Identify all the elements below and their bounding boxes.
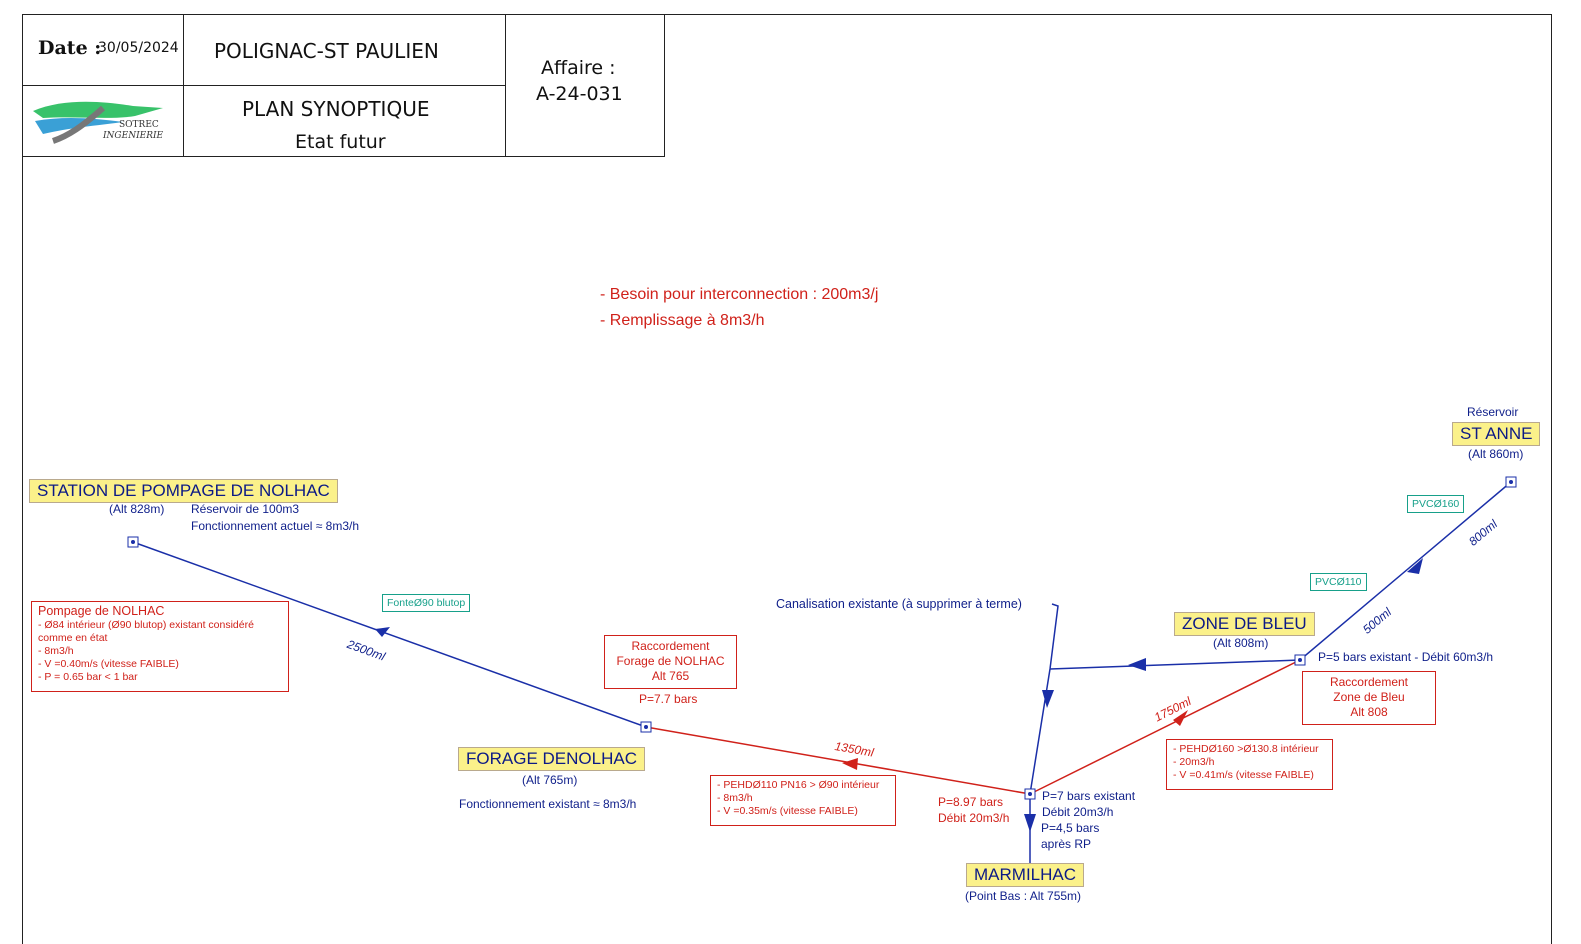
pehd110-line: - V =0.35m/s (vitesse FAIBLE): [717, 805, 858, 817]
raccord-forage-line: Raccordement: [631, 639, 710, 653]
box-raccord-bleu: Raccordement Zone de Bleu Alt 808: [1302, 671, 1436, 725]
box-pompage-line: - V =0.40m/s (vitesse FAIBLE): [38, 657, 179, 670]
raccord-bleu-line: Zone de Bleu: [1333, 690, 1405, 704]
box-pompage-nolhac: Pompage de NOLHAC - Ø84 intérieur (Ø90 b…: [31, 601, 289, 692]
info-fonctionnement-actuel: Fonctionnement actuel ≈ 8m3/h: [191, 519, 360, 533]
raccord-bleu-line: Raccordement: [1329, 675, 1409, 689]
box-pompage-line: comme en état: [38, 631, 108, 644]
arrow-canal: [1042, 690, 1054, 708]
label-canalisation: Canalisation existante (à supprimer à te…: [776, 597, 1022, 611]
pipe-nolhac-forage: [132, 541, 647, 728]
affaire-value: A-24-031: [536, 83, 623, 105]
alt-forage: (Alt 765m): [522, 773, 578, 787]
raccord-bleu-line: Alt 808: [1350, 705, 1388, 719]
pehd160-line: - PEHDØ160 >Ø130.8 intérieur: [1173, 743, 1319, 755]
label-fonte: FonteØ90 blutop: [382, 594, 471, 612]
arrow-nolhac: [375, 627, 390, 637]
arrow-bleu-blue: [1128, 658, 1146, 671]
box-pompage-line: - 8m3/h: [38, 644, 74, 657]
pipe-stanne-bleu: [1299, 481, 1512, 661]
project-title: POLIGNAC-ST PAULIEN: [214, 39, 439, 63]
label-pvc110: PVCØ110: [1310, 573, 1367, 591]
label-pvc160: PVCØ160: [1407, 495, 1465, 513]
box-pompage-line: - Ø84 intérieur (Ø90 blutop) existant co…: [38, 618, 254, 631]
label-debit-red: Débit 20m3/h: [938, 811, 1010, 825]
logo-cell: SOTREC INGENIERIE: [22, 85, 184, 157]
label-zone-bleu: ZONE DE BLEU: [1174, 612, 1315, 636]
affaire-cell: Affaire : A-24-031: [505, 14, 665, 157]
box-pompage-title: Pompage de NOLHAC: [38, 604, 165, 618]
date-label: Date :: [38, 37, 102, 59]
date-cell: Date : 30/05/2024: [22, 14, 184, 86]
pressure-zone-bleu: P=5 bars existant - Débit 60m3/h: [1318, 650, 1494, 664]
alt-station-nolhac: (Alt 828m): [109, 502, 165, 516]
pre-st-anne: Réservoir: [1467, 405, 1519, 419]
box-pompage-line: - P = 0.65 bar < 1 bar: [38, 670, 138, 683]
arrow-stanne: [1407, 558, 1423, 574]
label-forage: FORAGE DENOLHAC: [458, 747, 645, 771]
label-p77: P=7.7 bars: [639, 692, 698, 706]
pipe-bleu-canal: [1049, 659, 1301, 670]
drawing-frame: [22, 14, 1552, 944]
box-pehd110: - PEHDØ110 PN16 > Ø90 intérieur - 8m3/h …: [710, 775, 896, 826]
note-besoin: - Besoin pour interconnection : 200m3/j: [600, 286, 879, 303]
alt-marmilhac: (Point Bas : Alt 755m): [965, 889, 1082, 903]
sotrec-logo: [33, 101, 163, 144]
pehd110-line: - 8m3/h: [717, 792, 753, 804]
label-p7: P=7 bars existant: [1042, 789, 1136, 803]
pipe-bleu-marmilhac: [1029, 659, 1301, 795]
label-station-nolhac: STATION DE POMPAGE DE NOLHAC: [29, 479, 338, 503]
date-value: 30/05/2024: [98, 40, 179, 56]
logo-text-1: SOTREC: [119, 120, 159, 130]
label-apres-rp: après RP: [1041, 837, 1092, 851]
alt-zone-bleu: (Alt 808m): [1213, 636, 1269, 650]
plan-title: PLAN SYNOPTIQUE: [242, 97, 430, 121]
raccord-forage-line: Alt 765: [651, 669, 690, 683]
info-reservoir: Réservoir de 100m3: [191, 502, 300, 516]
info-forage: Fonctionnement existant ≈ 8m3/h: [459, 797, 637, 811]
raccord-forage-line: Forage de NOLHAC: [616, 654, 725, 668]
pehd110-line: - PEHDØ110 PN16 > Ø90 intérieur: [717, 779, 880, 791]
label-p897: P=8.97 bars: [938, 795, 1004, 809]
arrow-bleu-red: [1173, 710, 1188, 726]
box-pehd160: - PEHDØ160 >Ø130.8 intérieur - 20m3/h - …: [1166, 739, 1333, 790]
label-p45: P=4,5 bars: [1041, 821, 1100, 835]
affaire-label: Affaire :: [541, 57, 616, 79]
label-marmilhac: MARMILHAC: [966, 863, 1085, 887]
pehd160-line: - V =0.41m/s (vitesse FAIBLE): [1173, 769, 1314, 781]
label-debit-blue: Débit 20m3/h: [1042, 805, 1114, 819]
label-st-anne: ST ANNE: [1452, 422, 1541, 446]
logo-text-2: INGENIERIE: [103, 131, 164, 141]
plan-subtitle: Etat futur: [295, 131, 386, 153]
box-raccord-forage: Raccordement Forage de NOLHAC Alt 765: [604, 635, 737, 689]
pehd160-line: - 20m3/h: [1173, 756, 1215, 768]
arrow-marmilhac: [1024, 814, 1036, 832]
pipe-forage-marmilhac: [645, 726, 1031, 795]
arrow-forage: [842, 758, 858, 770]
alt-st-anne: (Alt 860m): [1468, 447, 1524, 461]
note-remplissage: - Remplissage à 8m3/h: [600, 312, 765, 329]
